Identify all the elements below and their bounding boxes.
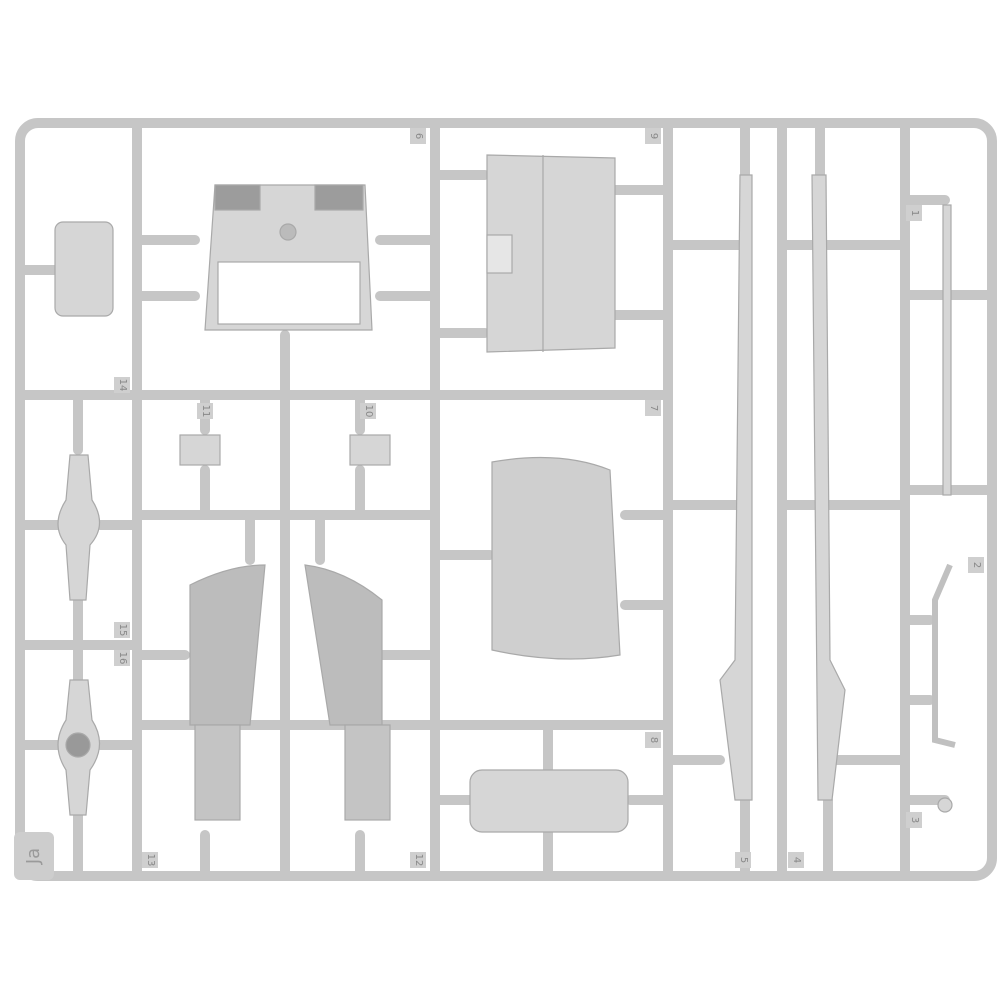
part-number-12: 12 xyxy=(410,852,426,868)
part-5-frame-rail xyxy=(719,174,753,801)
part-number-11: 11 xyxy=(197,403,213,419)
part-13-fender xyxy=(189,564,266,726)
part-number-3: 3 xyxy=(906,812,922,828)
part-number-14: 14 xyxy=(114,377,130,393)
part-number-10: 10 xyxy=(360,403,376,419)
part-1-driveshaft xyxy=(942,204,952,496)
part-2-bumper xyxy=(932,563,956,748)
part-10-bracket xyxy=(349,434,391,466)
logo-text: Ja xyxy=(23,847,44,865)
part-4-frame-rail xyxy=(811,174,846,801)
part-11-bracket xyxy=(179,434,221,466)
part-number-13: 13 xyxy=(142,852,158,868)
part-3-knob xyxy=(937,797,953,813)
outer-runner xyxy=(15,118,997,881)
runner-frame xyxy=(15,118,997,881)
part-number-1: 1 xyxy=(906,205,922,221)
part-14-panel xyxy=(54,221,114,317)
part-number-16: 16 xyxy=(114,650,130,666)
part-7-hood xyxy=(491,456,621,660)
part-6-roof xyxy=(486,154,616,353)
part-number-7: 7 xyxy=(645,400,661,416)
parts xyxy=(54,154,956,833)
part-12-fender xyxy=(304,564,383,726)
part-number-8: 8 xyxy=(645,732,661,748)
part-number-15: 15 xyxy=(114,622,130,638)
part-number-6: 6 xyxy=(410,128,426,144)
part-8-tank xyxy=(469,769,629,833)
part-number-5: 5 xyxy=(735,852,751,868)
sprue-logo-tag: Ja xyxy=(14,832,54,880)
part-number-4: 4 xyxy=(788,852,804,868)
part-number-9: 9 xyxy=(645,128,661,144)
part-number-2: 2 xyxy=(968,557,984,573)
part-15-axle xyxy=(57,454,101,601)
